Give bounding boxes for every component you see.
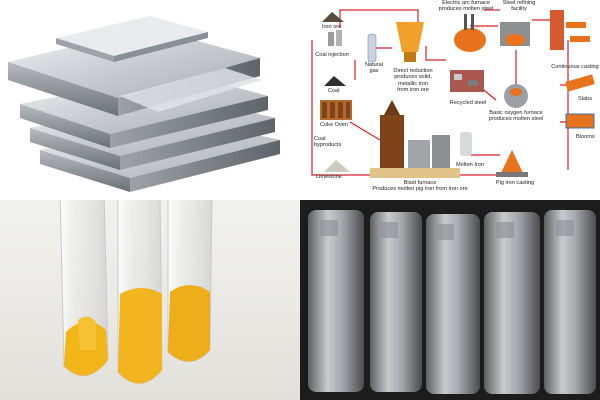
label-pig-iron-casting: Pig iron casting <box>495 180 535 186</box>
label-iron-ore: Iron ore <box>322 24 342 30</box>
label-continuous-casting: Continuous casting <box>551 64 599 70</box>
label-coal-byproducts: Coal byproducts <box>314 136 342 149</box>
recycled-steel-pile <box>450 70 484 92</box>
label-blast-furnace: Blast furnace Produces molten pig iron f… <box>372 180 468 193</box>
iron-ore-pile <box>322 12 344 22</box>
metal-bar-2 <box>370 212 422 392</box>
diagram-shapes <box>311 9 595 178</box>
limestone-pile <box>324 160 350 172</box>
pig-iron-casting <box>496 150 528 177</box>
bof-vessel <box>504 84 528 108</box>
label-coke-oven: Coke Oven <box>320 122 348 128</box>
metal-bars-illustration <box>308 210 596 394</box>
slabs-product <box>565 74 595 92</box>
coke-oven <box>320 100 352 120</box>
label-slabs: Slabs <box>578 96 592 102</box>
coal-pile <box>324 76 346 86</box>
metal-bars-photo <box>300 200 600 400</box>
metal-bar-5 <box>544 210 596 394</box>
label-limestone: Limestone <box>316 174 342 180</box>
ingot-stack-illustration <box>8 16 280 192</box>
steel-refining-facility <box>500 22 530 46</box>
metal-ingots-photo <box>0 0 300 200</box>
label-recycled-steel: Recycled steel <box>449 100 487 106</box>
metal-bar-1 <box>308 210 364 392</box>
blooms-product <box>565 113 595 129</box>
test-tube-middle <box>117 200 163 384</box>
natural-gas-cylinder <box>367 33 377 63</box>
label-coal-injection: Coal injection <box>315 52 349 58</box>
label-steel-refining: Steel refining facility <box>502 0 536 13</box>
label-molten-iron: Molten Iron <box>456 162 484 168</box>
test-tube-left <box>59 200 109 376</box>
metal-bar-3 <box>426 214 480 394</box>
metal-bar-4 <box>484 212 540 394</box>
top-ingots <box>8 16 262 116</box>
label-electric-arc-furnace: Electric arc furnace produces molten ste… <box>438 0 494 13</box>
steelmaking-diagram: Iron ore Coal injection Natural gas Coal… <box>300 0 600 200</box>
test-tubes-photo <box>0 200 300 400</box>
test-tubes-illustration <box>59 200 213 384</box>
label-bof: Basic oxygen furnace produces molten ste… <box>488 110 544 123</box>
electric-arc-furnace <box>454 14 486 52</box>
blast-furnace <box>370 100 460 178</box>
label-natural-gas: Natural gas <box>364 62 384 75</box>
flow-arrows <box>311 9 590 176</box>
label-direct-reduction: Direct reduction produces solid, metalli… <box>393 68 433 94</box>
label-coal: Coal <box>328 88 340 94</box>
continuous-caster <box>550 10 590 50</box>
molten-iron-ladle <box>460 132 472 156</box>
coal-injection-unit <box>328 30 342 46</box>
label-blooms: Blooms <box>576 134 595 140</box>
direct-reduction-vessel <box>396 22 424 62</box>
test-tube-right <box>167 200 213 362</box>
